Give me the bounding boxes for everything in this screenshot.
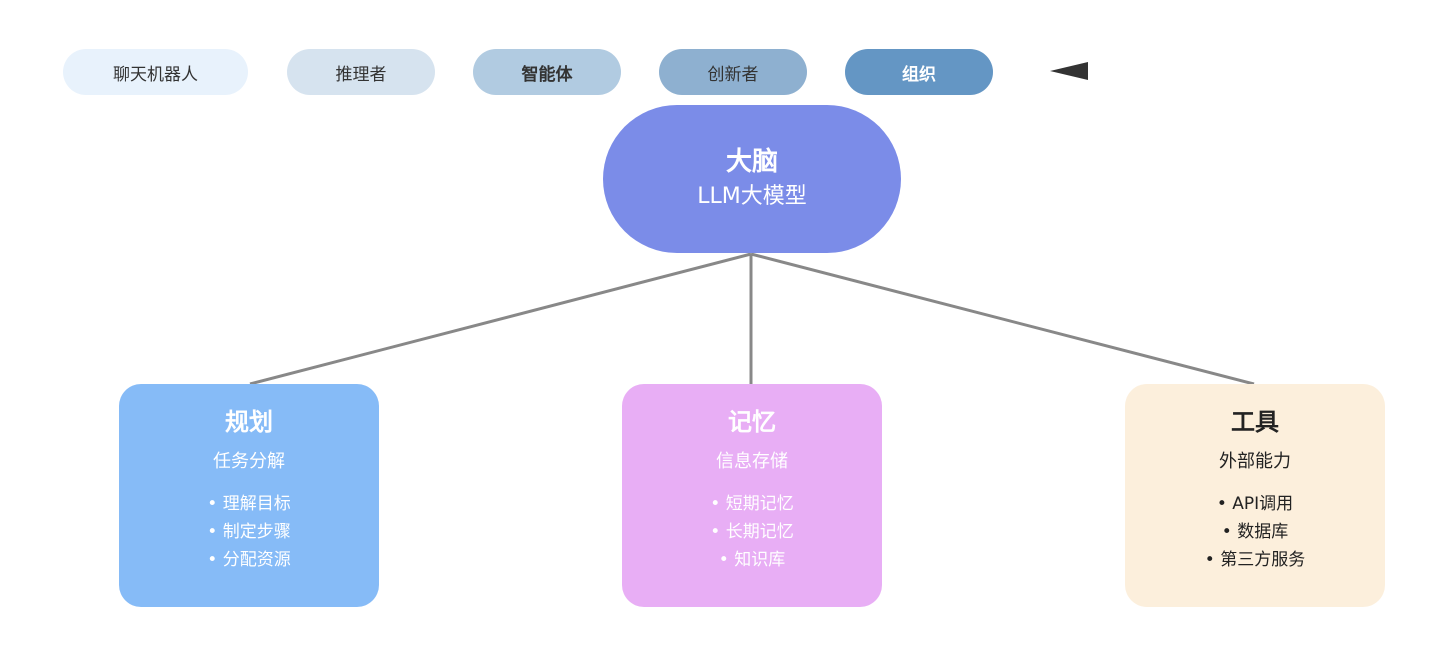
module-title: 记忆 (728, 408, 776, 436)
module-tools: 工具 外部能力 • API调用 • 数据库 • 第三方服务 (1125, 384, 1385, 607)
connector-planning (249, 252, 752, 386)
list-item: • 理解目标 (207, 494, 291, 514)
brain-node: 大脑 LLM大模型 (603, 105, 901, 253)
module-subtitle: 信息存储 (716, 451, 788, 472)
module-title: 工具 (1231, 408, 1279, 436)
module-item-list: • 短期记忆 • 长期记忆 • 知识库 (710, 490, 793, 574)
list-item: • 知识库 (718, 550, 786, 570)
connector-tools (750, 252, 1255, 386)
module-subtitle: 任务分解 (213, 451, 285, 472)
level-innovator: 创新者 (659, 49, 807, 95)
level-agent: 智能体 (473, 49, 621, 95)
brain-title: 大脑 (725, 147, 778, 177)
module-title: 规划 (225, 408, 273, 436)
list-item: • 第三方服务 (1204, 550, 1306, 570)
level-organization: 组织 (845, 49, 993, 95)
module-memory: 记忆 信息存储 • 短期记忆 • 长期记忆 • 知识库 (622, 384, 882, 607)
level-chatbot: 聊天机器人 (63, 49, 248, 95)
module-planning: 规划 任务分解 • 理解目标 • 制定步骤 • 分配资源 (119, 384, 379, 607)
module-subtitle: 外部能力 (1219, 451, 1291, 472)
list-item: • API调用 (1216, 494, 1294, 514)
list-item: • 数据库 (1221, 522, 1289, 542)
level-reasoner: 推理者 (287, 49, 435, 95)
brain-subtitle: LLM大模型 (697, 184, 807, 209)
module-item-list: • 理解目标 • 制定步骤 • 分配资源 (207, 490, 290, 574)
module-item-list: • API调用 • 数据库 • 第三方服务 (1205, 490, 1305, 574)
current-level-arrow-icon (1050, 62, 1088, 80)
list-item: • 制定步骤 (207, 522, 291, 542)
list-item: • 分配资源 (207, 550, 291, 570)
list-item: • 长期记忆 (710, 522, 794, 542)
list-item: • 短期记忆 (710, 494, 794, 514)
